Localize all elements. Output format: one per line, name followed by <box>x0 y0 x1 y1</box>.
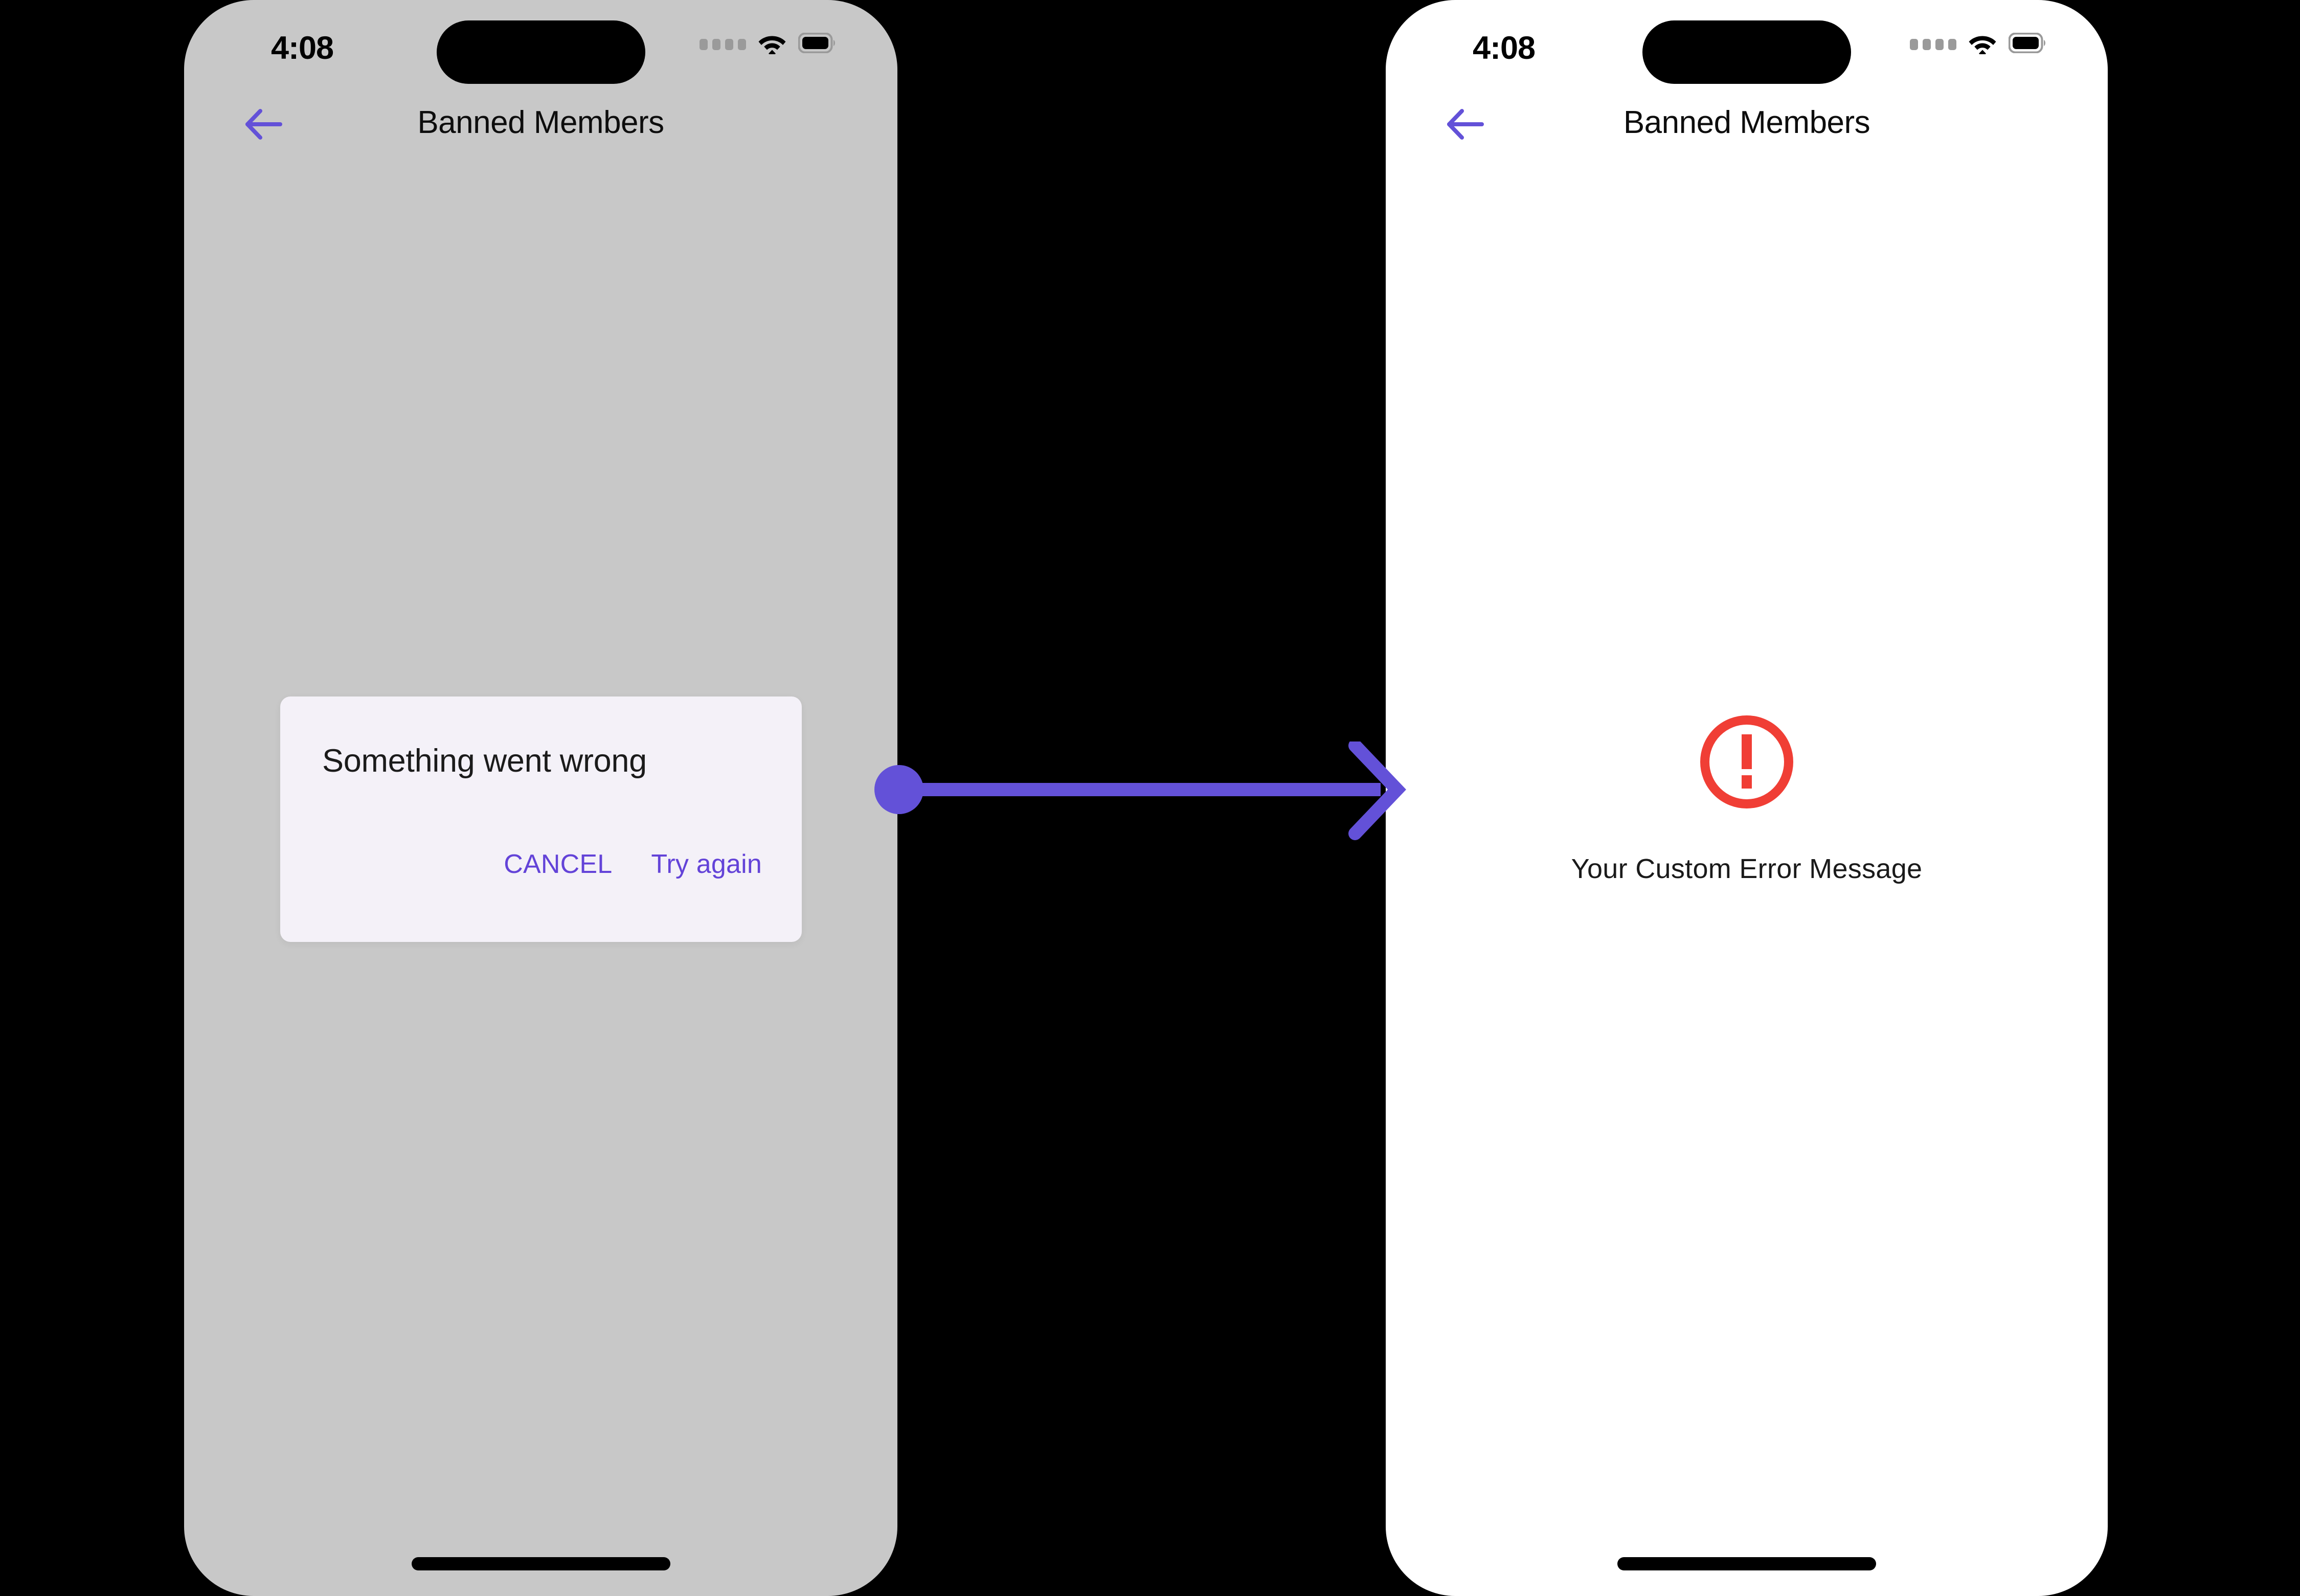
home-indicator[interactable] <box>411 1557 670 1570</box>
status-time: 4:08 <box>271 30 334 66</box>
wifi-icon <box>1968 32 1997 57</box>
error-exclamation-circle-icon <box>1696 711 1798 813</box>
nav-bar-right: Banned Members <box>1386 88 2108 165</box>
back-arrow-icon <box>244 108 282 143</box>
status-bar-left: 4:08 <box>184 0 897 88</box>
dialog-actions: CANCEL Try again <box>501 845 765 884</box>
status-bar-right: 4:08 <box>1386 0 2108 88</box>
cellular-bars-icon <box>1910 38 1956 50</box>
dialog-title: Something went wrong <box>322 743 647 779</box>
error-state: Your Custom Error Message <box>1386 711 2108 885</box>
cellular-bars-icon <box>700 38 746 50</box>
error-message-text: Your Custom Error Message <box>1571 853 1923 884</box>
phone-screen-right: 4:08 <box>1386 0 2108 1596</box>
home-indicator[interactable] <box>1617 1557 1876 1570</box>
dynamic-island <box>436 20 645 84</box>
dynamic-island <box>1642 20 1851 84</box>
battery-full-icon <box>2008 32 2046 56</box>
transition-arrow <box>869 739 1411 844</box>
status-indicators <box>700 32 836 57</box>
wifi-icon <box>757 32 787 57</box>
back-button[interactable] <box>1443 103 1487 147</box>
page-title: Banned Members <box>417 105 664 140</box>
phone-screen-left: 4:08 <box>184 0 897 1596</box>
try-again-button[interactable]: Try again <box>648 845 765 884</box>
page-title: Banned Members <box>1623 105 1870 140</box>
back-arrow-icon <box>1446 108 1484 143</box>
arrow-head <box>1348 739 1406 840</box>
nav-bar-left: Banned Members <box>184 88 897 165</box>
status-time: 4:08 <box>1473 30 1536 66</box>
cancel-button[interactable]: CANCEL <box>501 845 615 884</box>
status-indicators <box>1910 32 2046 57</box>
back-button[interactable] <box>241 103 285 147</box>
alert-dialog: Something went wrong CANCEL Try again <box>280 696 802 942</box>
battery-full-icon <box>798 32 836 56</box>
